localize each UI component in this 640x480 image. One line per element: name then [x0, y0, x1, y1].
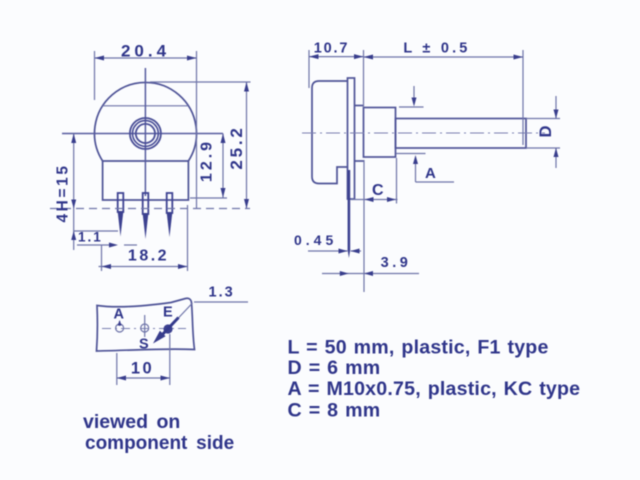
svg-text:18.2: 18.2 [128, 248, 169, 265]
svg-text:component side: component side [85, 433, 234, 454]
svg-text:C: C [372, 182, 384, 199]
svg-text:25.2: 25.2 [227, 125, 246, 169]
svg-text:0.45: 0.45 [294, 232, 337, 248]
svg-text:4H=15: 4H=15 [55, 163, 72, 222]
svg-text:1.3: 1.3 [209, 285, 235, 301]
svg-text:3.9: 3.9 [381, 255, 412, 271]
svg-text:viewed on: viewed on [83, 411, 180, 433]
svg-text:D = 6 mm: D = 6 mm [288, 357, 381, 379]
svg-text:L ± 0.5: L ± 0.5 [403, 41, 470, 57]
svg-text:A: A [114, 307, 125, 323]
svg-text:C = 8 mm: C = 8 mm [288, 400, 381, 422]
svg-text:10.7: 10.7 [314, 41, 349, 57]
svg-text:A: A [425, 165, 436, 182]
svg-text:D: D [537, 125, 555, 137]
svg-text:12.9: 12.9 [199, 139, 216, 182]
svg-text:10: 10 [131, 360, 154, 378]
svg-text:E: E [163, 305, 173, 321]
svg-text:L = 50 mm, plastic, F1 type: L = 50 mm, plastic, F1 type [288, 337, 549, 359]
svg-text:S: S [139, 337, 149, 353]
svg-text:A = M10x0.75, plastic, KC type: A = M10x0.75, plastic, KC type [288, 378, 581, 400]
svg-text:20.4: 20.4 [121, 42, 170, 61]
svg-text:1.1: 1.1 [78, 230, 103, 245]
